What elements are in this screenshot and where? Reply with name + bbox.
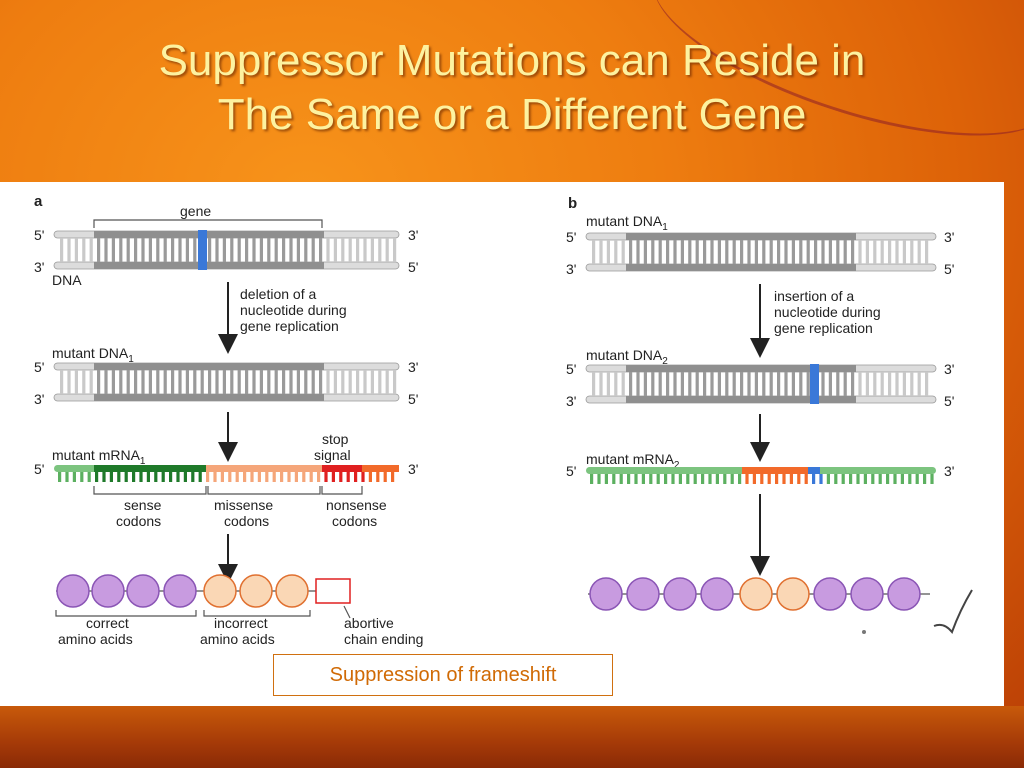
- stop-label: signal: [314, 447, 351, 463]
- three-prime-label: 3': [408, 227, 418, 243]
- five-prime-label: 5': [34, 461, 44, 477]
- five-prime-label: 5': [566, 361, 576, 377]
- three-prime-label: 3': [944, 229, 954, 245]
- checkmark-icon: [933, 589, 973, 635]
- three-prime-label: 3': [944, 361, 954, 377]
- missense-label: codons: [224, 513, 269, 529]
- five-prime-label: 5': [566, 229, 576, 245]
- amino-chain-a: [56, 574, 351, 608]
- five-prime-label: 5': [34, 227, 44, 243]
- panel-a-letter: a: [34, 193, 43, 210]
- five-prime-label: 5': [408, 391, 418, 407]
- mutant-dna-label: mutant DNA1: [52, 345, 134, 365]
- title-line-2: The Same or a Different Gene: [217, 90, 807, 139]
- correct-label: amino acids: [58, 631, 133, 647]
- abortive-label: chain ending: [344, 631, 423, 647]
- abortive-box: [315, 578, 351, 604]
- mutant-dna2-label: mutant DNA2: [586, 347, 668, 367]
- mutation-site: [198, 230, 207, 270]
- three-prime-label: 3': [34, 391, 44, 407]
- five-prime-label: 5': [944, 261, 954, 277]
- step-label: deletion of a: [240, 286, 316, 302]
- slide-title: Suppressor Mutations can Reside in The S…: [0, 34, 1024, 142]
- missense-label: missense: [214, 497, 273, 513]
- insertion-site: [810, 364, 819, 404]
- step-label: gene replication: [774, 320, 873, 336]
- three-prime-label: 3': [944, 463, 954, 479]
- mutant-mrna-label: mutant mRNA1: [52, 447, 146, 467]
- dna-a-top: 5' 3' 3' 5': [34, 227, 418, 275]
- title-line-1: Suppressor Mutations can Reside in: [158, 36, 866, 85]
- mutant-dna1-label: mutant DNA1: [586, 213, 668, 233]
- dna-b-mutant: 5' 3' 3' 5': [566, 361, 954, 409]
- three-prime-label: 3': [566, 393, 576, 409]
- panel-b-letter: b: [568, 195, 577, 212]
- dna-b-top: 5' 3' 3' 5': [566, 229, 954, 277]
- correct-label: correct: [86, 615, 129, 631]
- caption-box: Suppression of frameshift: [273, 654, 613, 696]
- three-prime-label: 3': [408, 359, 418, 375]
- diagram-panel: a gene 5' 3' 3' 5' DNA deletion of a nuc…: [0, 182, 1004, 706]
- incorrect-label: amino acids: [200, 631, 275, 647]
- three-prime-label: 3': [566, 261, 576, 277]
- step-label: nucleotide during: [240, 302, 347, 318]
- incorrect-label: incorrect: [214, 615, 268, 631]
- amino-chain-b: [588, 577, 930, 611]
- sense-label: codons: [116, 513, 161, 529]
- bottom-band: [0, 706, 1024, 768]
- step-label: gene replication: [240, 318, 339, 334]
- step-label: nucleotide during: [774, 304, 881, 320]
- three-prime-label: 3': [34, 259, 44, 275]
- nonsense-label: codons: [332, 513, 377, 529]
- abortive-label: abortive: [344, 615, 394, 631]
- gene-bracket: [93, 219, 323, 228]
- five-prime-label: 5': [944, 393, 954, 409]
- frameshift-diagram: a gene 5' 3' 3' 5' DNA deletion of a nuc…: [34, 193, 973, 647]
- dna-a-mutant: 5' 3' 3' 5': [34, 359, 418, 407]
- three-prime-label: 3': [408, 461, 418, 477]
- step-label: insertion of a: [774, 288, 854, 304]
- nonsense-label: nonsense: [326, 497, 387, 513]
- gene-label: gene: [180, 203, 211, 219]
- stop-label: stop: [322, 431, 349, 447]
- mutant-mrna2-label: mutant mRNA2: [586, 451, 680, 471]
- sense-label: sense: [124, 497, 162, 513]
- five-prime-label: 5': [566, 463, 576, 479]
- five-prime-label: 5': [34, 359, 44, 375]
- mrna-b: 5' 3': [566, 463, 954, 484]
- five-prime-label: 5': [408, 259, 418, 275]
- dna-label: DNA: [52, 272, 82, 288]
- mrna-a: 5' 3': [34, 461, 418, 482]
